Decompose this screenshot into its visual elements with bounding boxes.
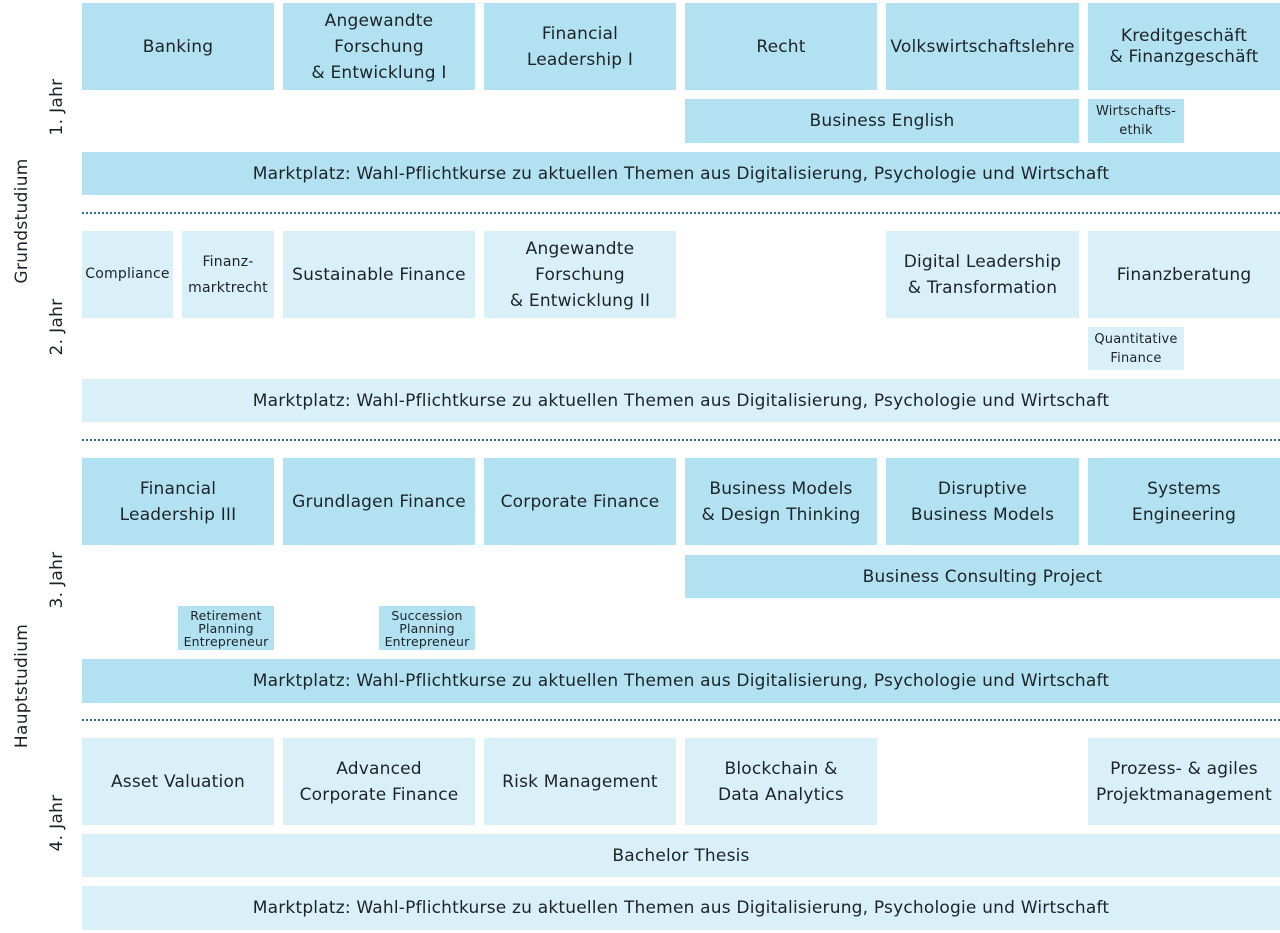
module-succession-planning: Succession Planning Entrepreneur	[379, 606, 475, 650]
module-digital-leadership: Digital Leadership & Transformation	[886, 231, 1079, 318]
year-label-1: 1. Jahr	[47, 78, 67, 136]
marketplace-year-1: Marktplatz: Wahl-Pflichtkurse zu aktuell…	[82, 152, 1280, 195]
module-grundlagen-finance: Grundlagen Finance	[283, 458, 475, 545]
separator-year-3-4	[82, 719, 1280, 721]
module-blockchain-data-analytics: Blockchain & Data Analytics	[685, 738, 877, 825]
module-retirement-planning: Retirement Planning Entrepreneur	[178, 606, 274, 650]
module-finanzberatung: Finanzberatung	[1088, 231, 1280, 318]
module-banking: Banking	[82, 3, 274, 90]
module-angewandte-forschung-2: Angewandte Forschung & Entwicklung II	[484, 231, 676, 318]
module-angewandte-forschung-1: Angewandte Forschung & Entwicklung I	[283, 3, 475, 90]
module-corporate-finance: Corporate Finance	[484, 458, 676, 545]
module-bachelor-thesis: Bachelor Thesis	[82, 834, 1280, 877]
module-business-consulting-project: Business Consulting Project	[685, 555, 1280, 598]
module-business-english: Business English	[685, 99, 1079, 143]
module-disruptive-business-models: Disruptive Business Models	[886, 458, 1079, 545]
module-financial-leadership-3: Financial Leadership III	[82, 458, 274, 545]
module-compliance: Compliance	[82, 231, 173, 318]
year-label-3: 3. Jahr	[47, 551, 67, 609]
year-label-4: 4. Jahr	[47, 794, 67, 852]
separator-year-1-2	[82, 212, 1280, 214]
module-wirtschaftsethik: Wirtschafts- ethik	[1088, 99, 1184, 143]
module-kreditgeschaeft: Kreditgeschäft & Finanzgeschäft	[1088, 3, 1280, 90]
module-asset-valuation: Asset Valuation	[82, 738, 274, 825]
marketplace-year-2: Marktplatz: Wahl-Pflichtkurse zu aktuell…	[82, 379, 1280, 422]
phase-label-grundstudium: Grundstudium	[12, 158, 32, 284]
module-finanzmarktrecht: Finanz- marktrecht	[182, 231, 274, 318]
module-volkswirtschaftslehre: Volkswirtschaftslehre	[886, 3, 1079, 90]
module-quantitative-finance: Quantitative Finance	[1088, 327, 1184, 370]
phase-label-hauptstudium: Hauptstudium	[12, 623, 32, 749]
module-sustainable-finance: Sustainable Finance	[283, 231, 475, 318]
marketplace-year-3: Marktplatz: Wahl-Pflichtkurse zu aktuell…	[82, 659, 1280, 703]
module-business-models-design-thinking: Business Models & Design Thinking	[685, 458, 877, 545]
separator-year-2-3	[82, 439, 1280, 441]
module-recht: Recht	[685, 3, 877, 90]
module-risk-management: Risk Management	[484, 738, 676, 825]
module-systems-engineering: Systems Engineering	[1088, 458, 1280, 545]
module-financial-leadership-1: Financial Leadership I	[484, 3, 676, 90]
module-projektmanagement: Prozess- & agiles Projektmanagement	[1088, 738, 1280, 825]
module-advanced-corporate-finance: Advanced Corporate Finance	[283, 738, 475, 825]
year-label-2: 2. Jahr	[47, 298, 67, 356]
marketplace-year-4: Marktplatz: Wahl-Pflichtkurse zu aktuell…	[82, 886, 1280, 930]
